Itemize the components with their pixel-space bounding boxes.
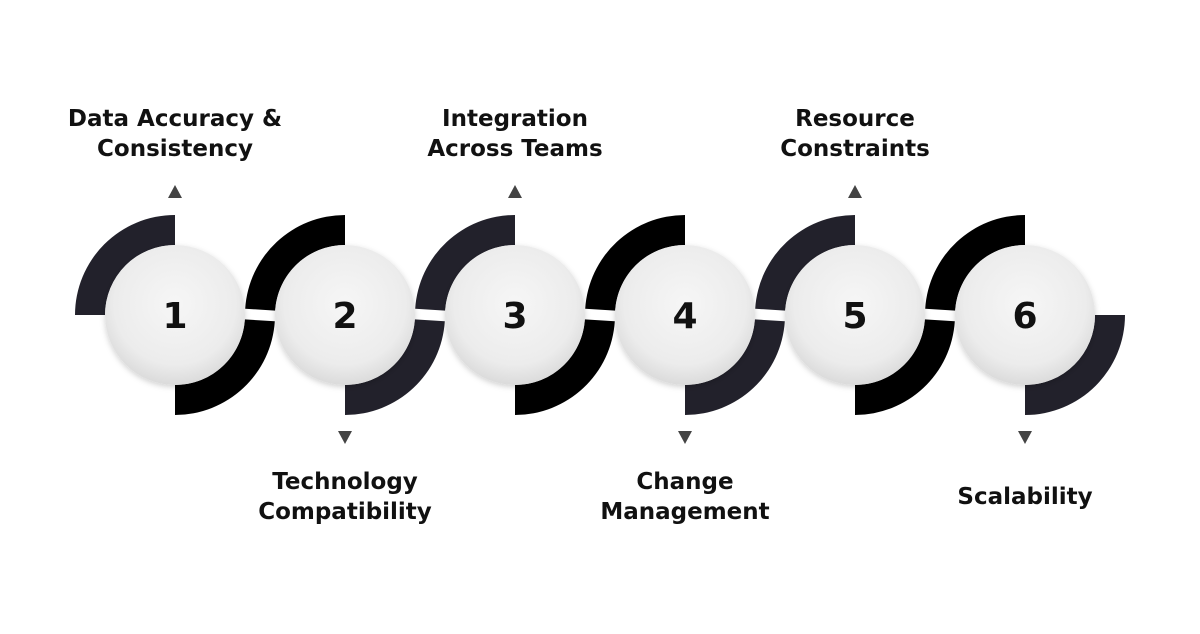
step-1-circle <box>105 245 245 385</box>
step-2-bottom-arc <box>345 319 445 415</box>
step-6-down-arrow-icon <box>1018 431 1032 444</box>
step-6-number: 6 <box>1012 296 1037 337</box>
step-5-number: 5 <box>842 296 867 337</box>
step-3-top-arc <box>415 215 515 311</box>
step-5-label-line: Constraints <box>780 136 930 162</box>
step-4-label-line: Change <box>636 469 734 495</box>
step-5-up-arrow-icon <box>848 185 862 198</box>
step-4-label-line: Management <box>600 499 770 525</box>
step-1-label: Data Accuracy & Consistency <box>45 104 305 164</box>
step-2-number: 2 <box>332 296 357 337</box>
step-4-down-arrow-icon <box>678 431 692 444</box>
step-4-top-arc <box>585 215 685 311</box>
step-6-label-line: Scalability <box>957 484 1093 510</box>
step-1-number: 1 <box>162 296 187 337</box>
circle-layer: 1 2 3 4 5 6 <box>105 245 1095 385</box>
step-4-circle <box>615 245 755 385</box>
step-6-top-arc <box>925 215 1025 311</box>
step-5-circle <box>785 245 925 385</box>
step-6-circle <box>955 245 1095 385</box>
step-2-top-arc <box>245 215 345 311</box>
step-3-label-line: Across Teams <box>427 136 603 162</box>
step-1-bottom-arc <box>175 319 275 415</box>
step-3-label-line: Integration <box>442 106 588 132</box>
step-4-bottom-arc <box>685 319 785 415</box>
step-2-down-arrow-icon <box>338 431 352 444</box>
step-2-circle <box>275 245 415 385</box>
step-1-label-line: Consistency <box>97 136 253 162</box>
step-5-bottom-arc <box>855 319 955 415</box>
step-2-label-line: Technology <box>272 469 418 495</box>
arc-layer <box>75 215 1125 415</box>
step-1-top-arc <box>75 215 175 315</box>
step-3-bottom-arc <box>515 319 615 415</box>
step-3-up-arrow-icon <box>508 185 522 198</box>
step-3-number: 3 <box>502 296 527 337</box>
step-5-top-arc <box>755 215 855 311</box>
pointer-layer <box>168 185 1032 444</box>
step-3-circle <box>445 245 585 385</box>
step-5-label-line: Resource <box>795 106 915 132</box>
step-6-label: Scalability <box>895 482 1155 512</box>
step-6-bottom-arc <box>1025 315 1125 415</box>
step-1-label-line: Data Accuracy & <box>67 106 283 132</box>
step-4-number: 4 <box>672 296 697 337</box>
step-1-up-arrow-icon <box>168 185 182 198</box>
step-2-label-line: Compatibility <box>258 499 432 525</box>
